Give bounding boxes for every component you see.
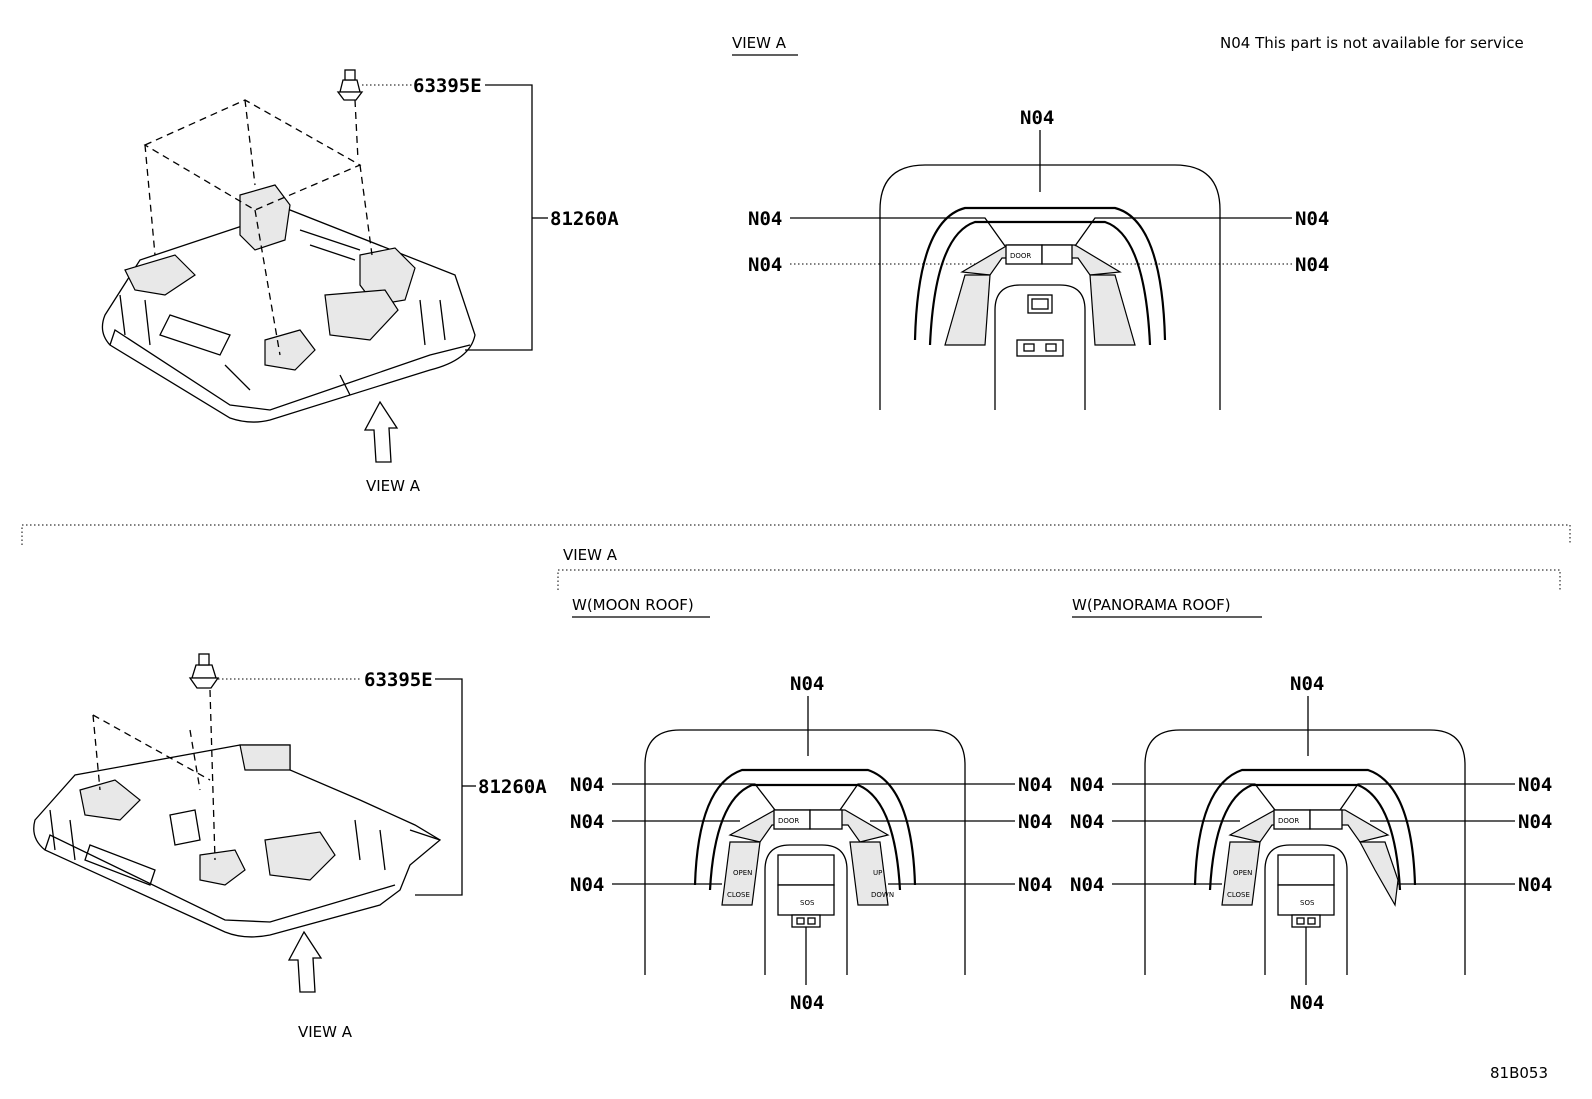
callout-n04-moon-left1: N04: [570, 774, 604, 796]
pano-close-label: CLOSE: [1227, 891, 1250, 899]
moon-sos-label: SOS: [800, 899, 815, 907]
door-switch-label: DOOR: [1010, 252, 1031, 260]
callout-n04-moon-bottom: N04: [790, 992, 824, 1014]
callout-n04-top-center: N04: [1020, 107, 1054, 129]
bottom-console-illustration: VIEW A: [33, 653, 442, 1041]
callout-n04-top-left2: N04: [748, 254, 782, 276]
callout-n04-moon-top: N04: [790, 673, 824, 695]
callout-n04-pano-left3: N04: [1070, 874, 1104, 896]
callout-n04-moon-right3: N04: [1018, 874, 1052, 896]
top-view-title: VIEW A: [732, 34, 787, 52]
top-callouts: N04 N04 N04 N04 N04: [748, 107, 1329, 276]
moon-roof-console: DOOR OPEN CLOSE UP DOWN SOS: [644, 729, 966, 975]
bottom-part-81260a: 81260A: [478, 776, 547, 798]
pano-door-label: DOOR: [1278, 817, 1299, 825]
top-section: VIEW A N04 This part is not available fo…: [101, 34, 1524, 495]
callout-n04-pano-right2: N04: [1518, 811, 1552, 833]
callout-n04-moon-left2: N04: [570, 811, 604, 833]
callout-n04-moon-right1: N04: [1018, 774, 1052, 796]
callout-n04-pano-left2: N04: [1070, 811, 1104, 833]
moon-up-label: UP: [873, 869, 882, 877]
moon-roof-callouts: N04 N04 N04 N04 N04 N04 N04 N04: [570, 673, 1052, 1014]
moon-open-label: OPEN: [733, 869, 752, 877]
bottom-section: VIEW A W(MOON ROOF) W(PANORAMA ROOF): [33, 546, 1561, 1082]
variant-panorama-roof: W(PANORAMA ROOF): [1072, 596, 1231, 614]
diagram-code: 81B053: [1490, 1064, 1548, 1082]
callout-n04-pano-right1: N04: [1518, 774, 1552, 796]
bottom-part-63395e: 63395E: [364, 669, 433, 691]
service-note: N04 This part is not available for servi…: [1220, 34, 1524, 52]
callout-n04-pano-bottom: N04: [1290, 992, 1324, 1014]
top-part-63395e: 63395E: [413, 75, 482, 97]
panorama-roof-console: DOOR OPEN CLOSE SOS: [1144, 729, 1466, 975]
panorama-roof-callouts: N04 N04 N04 N04 N04 N04 N04 N04: [1070, 673, 1552, 1014]
callout-n04-top-left1: N04: [748, 208, 782, 230]
callout-n04-moon-right2: N04: [1018, 811, 1052, 833]
callout-n04-pano-left1: N04: [1070, 774, 1104, 796]
callout-n04-pano-top: N04: [1290, 673, 1324, 695]
top-view-a-console: DOOR: [878, 163, 1222, 412]
top-part-81260a: 81260A: [550, 208, 619, 230]
callout-n04-top-right1: N04: [1295, 208, 1329, 230]
moon-down-label: DOWN: [871, 891, 894, 899]
bottom-view-title: VIEW A: [563, 546, 618, 564]
callout-n04-pano-right3: N04: [1518, 874, 1552, 896]
bottom-clip-63395e: [188, 653, 220, 689]
moon-close-label: CLOSE: [727, 891, 750, 899]
moon-door-label: DOOR: [778, 817, 799, 825]
top-arrow-label: VIEW A: [366, 477, 421, 495]
bottom-arrow-label: VIEW A: [298, 1023, 353, 1041]
top-console-illustration: VIEW A: [101, 69, 476, 495]
callout-n04-top-right2: N04: [1295, 254, 1329, 276]
pano-sos-label: SOS: [1300, 899, 1315, 907]
variant-moon-roof: W(MOON ROOF): [572, 596, 694, 614]
pano-open-label: OPEN: [1233, 869, 1252, 877]
callout-n04-moon-left3: N04: [570, 874, 604, 896]
top-clip-63395e: [336, 69, 364, 101]
